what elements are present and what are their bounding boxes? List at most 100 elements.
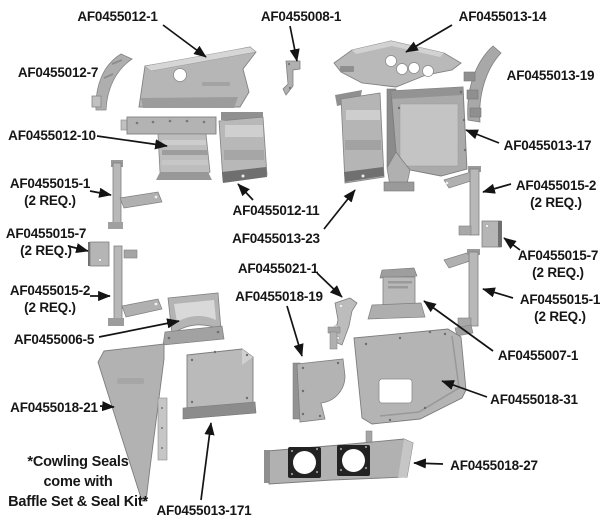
part-label-af0455018-27: AF0455018-27 [446, 457, 542, 474]
part-label-af0455015-1-right: AF0455015-1 (2 REQ.) [516, 291, 600, 325]
leader-arrow [99, 401, 115, 412]
part-af0455013-171-shape [182, 348, 257, 420]
part-number: AF0455013-17 [503, 138, 592, 153]
part-number: AF0455007-1 [497, 348, 579, 363]
leader-arrow [503, 237, 521, 251]
part-af0455018-27-shape [264, 430, 414, 485]
part-number: AF0455013-171 [156, 503, 252, 518]
part-number: AF0455013-14 [458, 9, 547, 24]
part-qty: (2 REQ.) [24, 300, 76, 315]
part-qty: (2 REQ.) [20, 243, 72, 258]
leader-arrow [323, 189, 356, 230]
part-label-af0455018-31: AF0455018-31 [488, 391, 580, 408]
part-af0455012-1-shape [138, 46, 257, 108]
cowling-seals-footnote: *Cowling Seals come with Baffle Set & Se… [2, 452, 154, 512]
leader-arrow [286, 305, 304, 357]
part-label-af0455012-1: AF0455012-1 [70, 8, 165, 25]
part-af0455008-1-shape [282, 60, 301, 96]
part-af0455013-14-shape [333, 40, 462, 88]
leader-arrow [289, 25, 300, 62]
part-label-af0455006-5: AF0455006-5 [10, 331, 98, 348]
part-number: AF0455012-7 [17, 65, 99, 80]
part-qty: (2 REQ.) [24, 193, 76, 208]
part-label-af0455012-10: AF0455012-10 [6, 127, 98, 144]
leader-arrow [441, 380, 488, 398]
part-af0455006-5-shape [162, 292, 225, 346]
part-number: AF0455015-7 [5, 226, 87, 241]
part-label-af0455008-1: AF0455008-1 [255, 8, 347, 25]
part-label-af0455021-1: AF0455021-1 [236, 260, 320, 277]
part-number: AF0455015-2 [515, 178, 597, 193]
part-qty: (2 REQ.) [532, 265, 584, 280]
part-label-af0455018-21: AF0455018-21 [8, 399, 100, 416]
part-af0455015-2-left-shape [108, 245, 163, 326]
part-label-af0455012-7: AF0455012-7 [12, 64, 104, 81]
part-number: AF0455008-1 [260, 9, 342, 24]
part-qty: (2 REQ.) [530, 195, 582, 210]
part-number: AF0455015-7 [517, 248, 599, 263]
part-qty: (2 REQ.) [534, 309, 586, 324]
leader-arrow [200, 422, 215, 501]
part-number: AF0455013-23 [232, 231, 320, 246]
part-af0455018-19-shape [292, 358, 346, 423]
part-number: AF0455018-27 [450, 458, 538, 473]
part-af0455013-23-shape [335, 90, 385, 184]
leader-arrow [162, 24, 207, 58]
part-number: AF0455012-1 [77, 9, 158, 24]
part-label-af0455015-1-left: AF0455015-1 (2 REQ.) [8, 175, 92, 209]
leader-arrow [482, 287, 514, 299]
part-af0455015-2-right-shape [443, 166, 481, 236]
part-number: AF0455015-2 [9, 283, 91, 298]
part-af0455013-17-shape [383, 86, 468, 192]
part-number: AF0455018-31 [490, 392, 578, 407]
part-af0455015-7-right-shape [481, 220, 502, 248]
part-number: AF0455006-5 [13, 332, 95, 347]
part-af0455015-7-left-shape [88, 241, 110, 267]
leader-arrow [67, 243, 89, 254]
footnote-line: Baffle Set & Seal Kit* [8, 494, 148, 510]
leader-arrow [237, 183, 254, 201]
leader-arrow [482, 183, 512, 194]
part-label-af0455013-171: AF0455013-171 [153, 502, 255, 519]
part-label-af0455012-11: AF0455012-11 [230, 202, 322, 219]
leader-arrow [413, 458, 444, 469]
part-af0455012-7-shape [91, 53, 133, 111]
part-af0455012-10-shape [120, 116, 217, 180]
leader-arrow [98, 318, 180, 338]
part-label-af0455015-7-left: AF0455015-7 (2 REQ.) [4, 225, 88, 259]
part-af0455012-11-shape [218, 112, 268, 183]
part-number: AF0455012-11 [232, 203, 320, 218]
leader-arrow [423, 300, 494, 352]
leader-arrow [96, 135, 168, 150]
part-label-af0455013-17: AF0455013-17 [500, 137, 595, 154]
footnote-line: come with [43, 474, 113, 490]
part-af0455015-1-right-shape [443, 249, 480, 337]
part-af0455007-1-shape [367, 267, 426, 320]
part-af0455018-31-shape [353, 328, 467, 425]
part-number: AF0455013-19 [506, 68, 595, 83]
leader-arrow [465, 129, 500, 144]
part-label-af0455013-23: AF0455013-23 [230, 230, 322, 247]
part-number: AF0455015-1 [519, 292, 600, 307]
part-label-af0455013-14: AF0455013-14 [455, 8, 550, 25]
part-label-af0455013-19: AF0455013-19 [503, 67, 598, 84]
part-label-af0455018-19: AF0455018-19 [233, 288, 325, 305]
part-af0455015-1-left-shape [108, 160, 163, 229]
part-label-af0455015-2-left: AF0455015-2 (2 REQ.) [8, 282, 92, 316]
part-number: AF0455018-21 [10, 400, 98, 415]
part-af0455018-21-shape [97, 343, 168, 502]
part-number: AF0455021-1 [237, 261, 319, 276]
footnote-line: *Cowling Seals [27, 454, 129, 470]
leader-arrows [67, 24, 521, 501]
leader-arrow [405, 24, 453, 53]
part-number: AF0455012-10 [8, 128, 96, 143]
leader-arrow [89, 187, 112, 198]
part-small-bracket-shape [327, 326, 341, 350]
part-number: AF0455018-19 [235, 289, 323, 304]
part-label-af0455015-7-right: AF0455015-7 (2 REQ.) [514, 247, 600, 281]
part-number: AF0455015-1 [9, 176, 91, 191]
leader-arrow [316, 272, 343, 298]
part-label-af0455007-1: AF0455007-1 [493, 347, 583, 364]
